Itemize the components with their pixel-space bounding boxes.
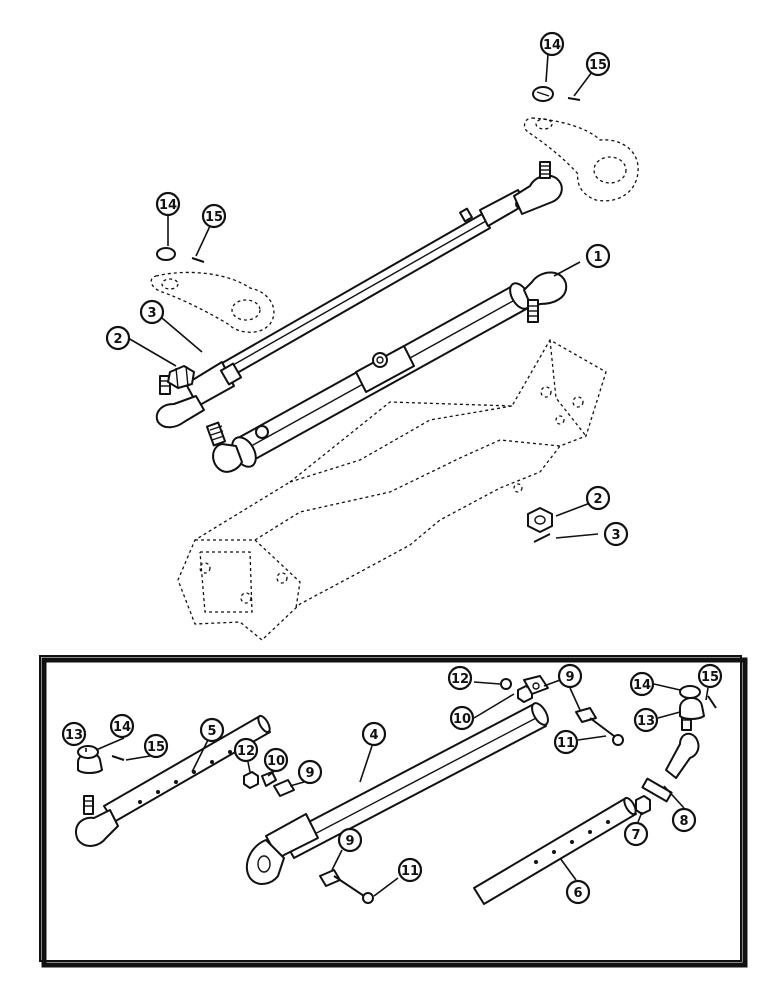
castle-nut-right — [679, 685, 701, 699]
callout-12-inset-left: 12 — [233, 737, 259, 763]
svg-text:13: 13 — [65, 728, 83, 743]
castle-nut-loose — [527, 507, 553, 533]
tie-rod-tube-6 — [473, 796, 637, 905]
svg-text:4: 4 — [369, 728, 378, 743]
callout-15-inset-left: 15 — [143, 733, 169, 759]
inset-frame — [39, 655, 748, 968]
svg-text:9: 9 — [565, 670, 574, 685]
callout-15-top-right: 15 — [585, 51, 611, 77]
cotter-pin-left-inset — [111, 755, 125, 761]
callout-3-upper: 3 — [139, 299, 165, 325]
svg-text:11: 11 — [401, 864, 419, 879]
svg-text:14: 14 — [633, 678, 651, 693]
svg-text:13: 13 — [637, 714, 655, 729]
callout-15-inset-right: 15 — [697, 663, 723, 689]
callout-4: 4 — [361, 721, 387, 747]
callout-7: 7 — [623, 821, 649, 847]
tie-rod-upper — [155, 161, 563, 429]
svg-text:10: 10 — [267, 754, 285, 769]
washer-9-lower — [273, 779, 295, 797]
callout-15-upper-left: 15 — [201, 203, 227, 229]
svg-text:14: 14 — [159, 198, 177, 213]
callout-8: 8 — [671, 807, 697, 833]
callout-12-inset-top: 12 — [447, 665, 473, 691]
steering-arm-upper-right — [523, 117, 639, 202]
steering-arm-upper-left — [150, 271, 275, 333]
cotter-pin-right-inset — [707, 695, 717, 709]
svg-text:3: 3 — [611, 528, 620, 543]
svg-text:15: 15 — [147, 740, 165, 755]
svg-text:2: 2 — [593, 492, 602, 507]
svg-text:10: 10 — [453, 712, 471, 727]
svg-text:1: 1 — [593, 250, 602, 265]
bolt-11-upper — [589, 717, 624, 746]
jam-nut-7 — [635, 795, 651, 815]
steering-cylinder-4 — [245, 702, 549, 885]
svg-text:8: 8 — [679, 814, 688, 829]
castle-nut-left — [77, 745, 99, 759]
svg-text:15: 15 — [589, 58, 607, 73]
callout-14-inset-left: 14 — [109, 713, 135, 739]
svg-text:14: 14 — [113, 720, 131, 735]
svg-text:6: 6 — [573, 886, 582, 901]
axle-bracket-outline — [177, 339, 607, 641]
callout-11-inset-bottom: 11 — [397, 857, 423, 883]
leader-lines-inset — [85, 679, 709, 897]
callout-14-top-right: 14 — [539, 31, 565, 57]
cotter-pin-upper-right — [567, 97, 581, 101]
sleeve-10-upper — [517, 685, 533, 703]
washer-9-upper — [523, 675, 549, 695]
svg-text:15: 15 — [205, 210, 223, 225]
svg-text:7: 7 — [631, 828, 640, 843]
callout-14-inset-right: 14 — [629, 671, 655, 697]
callout-10-inset-left: 10 — [263, 747, 289, 773]
svg-text:9: 9 — [305, 766, 314, 781]
steering-cylinder-upper — [205, 271, 568, 473]
callout-9-inset-top: 9 — [557, 663, 583, 689]
svg-text:9: 9 — [345, 834, 354, 849]
callout-1: 1 — [585, 243, 611, 269]
svg-text:3: 3 — [147, 306, 156, 321]
callout-6: 6 — [565, 879, 591, 905]
svg-text:12: 12 — [451, 672, 469, 687]
svg-text:2: 2 — [113, 332, 122, 347]
svg-text:15: 15 — [701, 670, 719, 685]
svg-text:14: 14 — [543, 38, 561, 53]
callout-11-inset-top: 11 — [553, 729, 579, 755]
callout-2-upper: 2 — [105, 325, 131, 351]
nut-12-lower — [243, 771, 259, 789]
callout-9-inset-left: 9 — [297, 759, 323, 785]
nut-12-upper — [500, 678, 512, 690]
cotter-pin-loose — [533, 533, 551, 543]
callout-2-lower: 2 — [585, 485, 611, 511]
callout-13-inset-left: 13 — [61, 721, 87, 747]
dust-boot-right — [679, 697, 705, 720]
callout-10-inset-top: 10 — [449, 705, 475, 731]
svg-text:5: 5 — [207, 724, 216, 739]
callout-3-lower: 3 — [603, 521, 629, 547]
svg-text:11: 11 — [557, 736, 575, 751]
callout-5: 5 — [199, 717, 225, 743]
callout-14-upper-left: 14 — [155, 191, 181, 217]
grease-cap-upper-left — [156, 247, 176, 261]
grease-cap-upper-right — [532, 86, 554, 102]
bolt-11-lower — [333, 875, 374, 904]
cotter-pin-upper-left — [191, 257, 205, 263]
sleeve-10-lower — [261, 771, 277, 787]
callout-13-inset-right: 13 — [633, 707, 659, 733]
callout-9-inset-bottom: 9 — [337, 827, 363, 853]
svg-text:12: 12 — [237, 744, 255, 759]
rod-end-left — [75, 795, 119, 847]
